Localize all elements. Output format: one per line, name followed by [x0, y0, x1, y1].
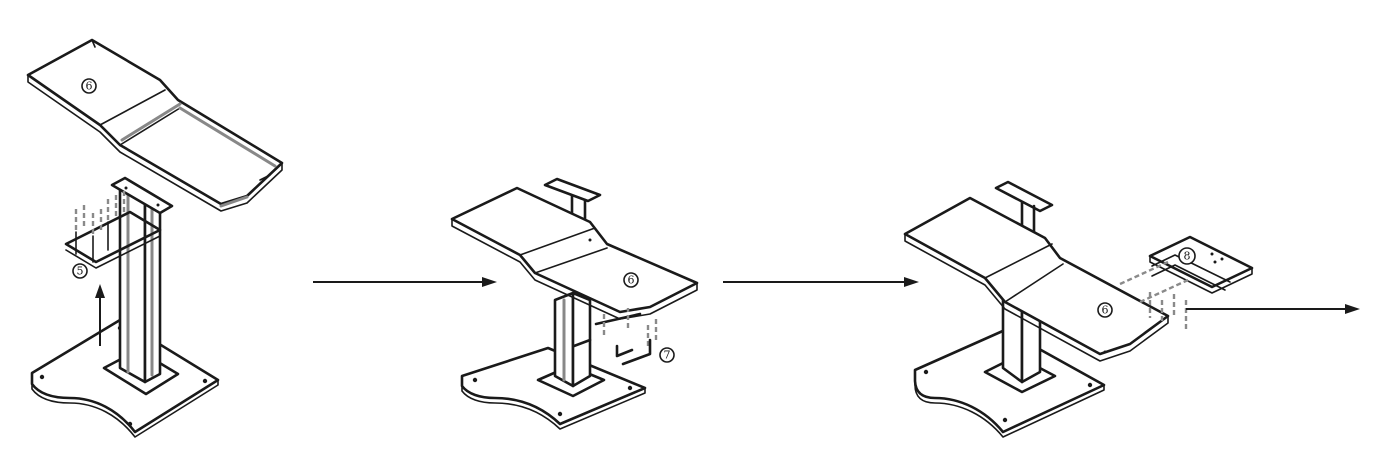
step-2-illustration: 6 7 [450, 177, 699, 430]
lift-arrow [95, 284, 105, 346]
callout-6-step1: 6 [81, 78, 97, 94]
tabletop-panel [26, 38, 284, 212]
flow-arrow-2 [723, 277, 919, 287]
callout-6-step1-label: 6 [86, 80, 93, 93]
callout-8-label: 8 [1184, 250, 1191, 263]
callout-7: 7 [659, 347, 675, 363]
fastener-hardware [1119, 260, 1189, 330]
callout-5: 5 [72, 263, 88, 279]
bracket-frame [64, 190, 162, 269]
callout-8: 8 [1178, 247, 1196, 265]
callout-6-step2: 6 [623, 272, 639, 288]
fastener-hardware [572, 308, 658, 366]
callout-6-step3: 6 [1097, 302, 1113, 318]
step-1-illustration: 6 [26, 38, 284, 438]
flow-arrow-1 [313, 277, 497, 287]
accessory-plate [1148, 235, 1254, 294]
callout-6-step3-label: 6 [1102, 304, 1109, 317]
flow-arrow-3 [1186, 304, 1360, 314]
column [536, 291, 606, 398]
step-3-illustration: 6 8 [903, 180, 1254, 438]
callout-5-label: 5 [77, 265, 84, 278]
callout-6-step2-label: 6 [628, 274, 635, 287]
callout-7-label: 7 [664, 349, 671, 362]
